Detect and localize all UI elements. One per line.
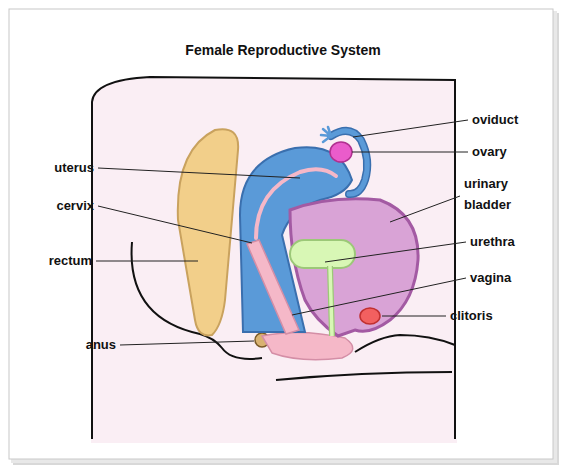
part-label: oviduct — [472, 112, 518, 128]
part-label: ovary — [472, 144, 507, 160]
leader-line — [98, 168, 300, 178]
thigh-line — [276, 372, 452, 380]
clitoris-shape — [360, 308, 380, 324]
frame — [9, 9, 553, 459]
part-label: rectum — [49, 253, 92, 269]
part-label: uterus — [54, 160, 94, 176]
urethra-shape — [330, 266, 332, 336]
fimbriae — [321, 127, 331, 142]
leader-line — [390, 196, 460, 222]
leader-line — [325, 242, 466, 262]
part-label: cervix — [56, 198, 94, 214]
part-label: anus — [86, 337, 116, 353]
bladder-lumen — [290, 240, 355, 268]
leader-line — [96, 261, 198, 262]
leader-line — [353, 120, 468, 137]
leader-line — [292, 278, 466, 315]
body-outline — [92, 77, 455, 440]
part-label: clitoris — [450, 308, 493, 324]
leader-line — [352, 152, 468, 153]
part-label: vagina — [470, 270, 511, 286]
leader-line — [382, 316, 446, 317]
leader-line — [120, 341, 254, 345]
leader-line — [98, 206, 252, 243]
leader-lines — [96, 120, 468, 345]
ovary-shape — [330, 142, 352, 162]
body-bottom — [91, 439, 457, 443]
diagram-title: Female Reproductive System — [185, 42, 380, 58]
groin-line — [355, 335, 455, 352]
oviduct-edge — [331, 131, 367, 194]
bladder-shape — [290, 199, 418, 336]
part-label: urinary bladder — [464, 173, 526, 215]
oviduct-shape — [331, 131, 367, 194]
part-label: urethra — [470, 234, 515, 250]
urethra-edge — [330, 266, 332, 336]
